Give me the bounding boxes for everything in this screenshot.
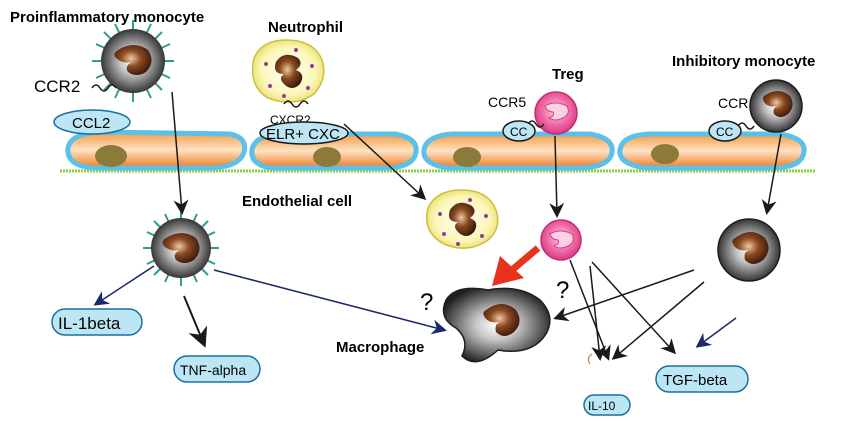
macrophage-cell bbox=[442, 287, 551, 363]
arrow-treg-to-il10b bbox=[589, 265, 607, 361]
cc-label-treg: CC bbox=[510, 125, 528, 139]
endothelial-cell-1 bbox=[65, 129, 248, 171]
inhibitory-monocyte-label: Inhibitory monocyte bbox=[672, 53, 815, 70]
proinflammatory-monocyte-cell bbox=[92, 20, 174, 102]
neutrophil-cell bbox=[251, 39, 325, 103]
tnf-alpha-box bbox=[173, 355, 261, 383]
ccl2-ellipse bbox=[53, 109, 131, 135]
small-arc-mark bbox=[587, 353, 593, 365]
tnf-alpha-label: TNF-alpha bbox=[180, 362, 246, 378]
arrows bbox=[93, 91, 782, 361]
proinflammatory-monocyte-cell-bottom bbox=[143, 210, 219, 286]
kidney-nucleus bbox=[114, 45, 152, 75]
arrow-pro-monocyte-down bbox=[171, 91, 189, 215]
il10-label: IL-10 bbox=[588, 399, 616, 413]
cc-ellipse-inhibitory bbox=[708, 120, 742, 142]
arrow-inhibitory-to-il10 bbox=[611, 281, 705, 360]
nucleus-3 bbox=[453, 147, 481, 167]
arrow-neutrophil-down bbox=[343, 123, 427, 201]
nucleus-4 bbox=[651, 144, 679, 164]
il1beta-box bbox=[51, 308, 143, 336]
red-arrow bbox=[492, 245, 541, 286]
question-mark-left: ? bbox=[420, 289, 433, 316]
question-mark-right: ? bbox=[556, 277, 569, 304]
treg-cell-top bbox=[534, 91, 578, 135]
arrow-to-tnf-alpha bbox=[183, 295, 208, 348]
arrow-to-il1beta bbox=[93, 265, 155, 306]
ccr-label: CCR bbox=[718, 95, 748, 111]
arrow-inhibitory-to-macrophage bbox=[553, 269, 695, 322]
cc-ellipse-treg bbox=[502, 120, 536, 142]
endothelium bbox=[60, 129, 815, 173]
treg-cell-bottom bbox=[540, 219, 582, 261]
ccr-receptor bbox=[737, 122, 755, 130]
arrow-inhibitory-down bbox=[761, 133, 782, 215]
cc-label-inhibitory: CC bbox=[716, 125, 734, 139]
tgf-beta-box bbox=[655, 365, 749, 393]
arrow-treg-to-tgf bbox=[591, 261, 677, 355]
ccr5-label: CCR5 bbox=[488, 94, 526, 110]
inhibitory-monocyte-cell-top bbox=[749, 79, 803, 133]
arrow-treg-to-il10 bbox=[569, 259, 611, 361]
ccr2-receptor bbox=[91, 84, 117, 92]
treg-label: Treg bbox=[552, 66, 584, 83]
nucleus-2 bbox=[313, 147, 341, 167]
proinflammatory-monocyte-label: Proinflammatory monocyte bbox=[10, 9, 204, 26]
neutrophil-cell-bottom bbox=[426, 189, 499, 249]
ccr5-receptor bbox=[527, 120, 545, 128]
cxcr2-receptor bbox=[283, 100, 309, 108]
ccr2-label: CCR2 bbox=[34, 77, 80, 96]
tgf-beta-label: TGF-beta bbox=[663, 372, 728, 389]
arrow-monocyte-to-macrophage bbox=[213, 269, 447, 335]
nucleus-1 bbox=[95, 145, 127, 167]
il10-box bbox=[583, 394, 631, 416]
macrophage-label: Macrophage bbox=[336, 339, 424, 356]
elr-cxc-ellipse bbox=[259, 121, 349, 145]
ccl2-label: CCL2 bbox=[72, 115, 110, 132]
neutrophil-label: Neutrophil bbox=[268, 19, 343, 36]
elr-cxc-label: ELR+ CXC bbox=[266, 126, 340, 143]
inhibitory-monocyte-cell-bottom bbox=[717, 218, 781, 282]
endothelial-cell-label: Endothelial cell bbox=[242, 193, 352, 210]
arrow-treg-down bbox=[549, 135, 565, 218]
il1beta-label: IL-1beta bbox=[58, 314, 121, 333]
arrow-to-tgf-beta bbox=[695, 317, 737, 348]
